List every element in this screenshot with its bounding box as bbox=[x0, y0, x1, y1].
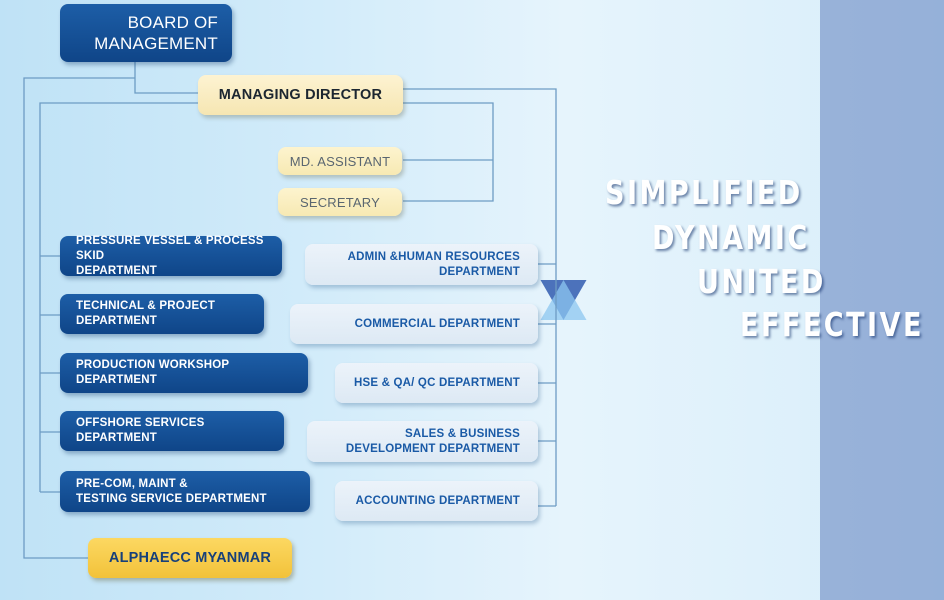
background-triangle bbox=[540, 280, 587, 320]
slogan-simplified: SIMPLIFIED bbox=[605, 173, 803, 212]
dept-production-workshop: PRODUCTION WORKSHOP DEPARTMENT bbox=[60, 353, 308, 393]
background-shade bbox=[820, 0, 944, 600]
dept-pressure-vessel: PRESSURE VESSEL & PROCESS SKID DEPARTMEN… bbox=[60, 235, 282, 277]
dept-offshore-services: OFFSHORE SERVICES DEPARTMENT bbox=[60, 411, 284, 451]
dept-technical-project: TECHNICAL & PROJECT DEPARTMENT bbox=[60, 294, 264, 334]
connector-board-trunk bbox=[23, 77, 135, 559]
managing-director-box: MANAGING DIRECTOR bbox=[198, 75, 403, 115]
dept-sales-business-development: SALES & BUSINESS DEVELOPMENT DEPARTMENT bbox=[307, 421, 538, 462]
dept-hse-qaqc: HSE & QA/ QC DEPARTMENT bbox=[335, 363, 538, 403]
dept-precom-maint-testing: PRE-COM, MAINT & TESTING SERVICE DEPARTM… bbox=[60, 471, 310, 512]
dept-commercial: COMMERCIAL DEPARTMENT bbox=[290, 304, 538, 344]
slogan-dynamic: DYNAMIC bbox=[652, 218, 810, 257]
md-assistant-box: MD. ASSISTANT bbox=[278, 147, 402, 175]
connector-md-assistants bbox=[403, 102, 494, 202]
alphaecc-myanmar-box: ALPHAECC MYANMAR bbox=[88, 538, 292, 578]
connector-md-left-trunk bbox=[39, 102, 198, 492]
slogan-effective: EFFECTIVE bbox=[740, 305, 924, 344]
connector-md-right-trunk bbox=[403, 88, 557, 506]
dept-accounting: ACCOUNTING DEPARTMENT bbox=[335, 481, 538, 521]
board-of-management-box: BOARD OF MANAGEMENT bbox=[60, 4, 232, 62]
slogan-united: UNITED bbox=[697, 262, 826, 301]
dept-admin-hr: ADMIN &HUMAN RESOURCES DEPARTMENT bbox=[305, 244, 538, 285]
connector-board-md bbox=[134, 62, 198, 94]
secretary-box: SECRETARY bbox=[278, 188, 402, 216]
